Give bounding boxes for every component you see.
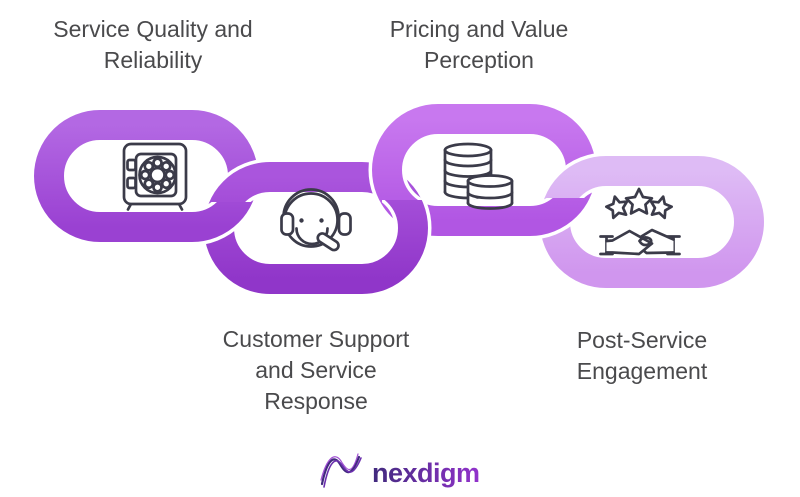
nexdigm-logomark-icon bbox=[320, 453, 362, 488]
label-service-quality: Service Quality and Reliability bbox=[28, 14, 278, 76]
label-customer-support: Customer Support and Service Response bbox=[191, 324, 441, 417]
nexdigm-logo: nexdigm bbox=[314, 448, 494, 494]
label-line: Service Quality and bbox=[53, 16, 253, 42]
label-line: Pricing and Value bbox=[389, 16, 569, 42]
safe-icon bbox=[122, 142, 188, 211]
stars-handshake-icon bbox=[599, 189, 681, 256]
label-line: Perception bbox=[424, 47, 534, 73]
label-line: Customer Support bbox=[222, 326, 410, 352]
label-line: and Service bbox=[255, 357, 377, 383]
label-pricing-value: Pricing and Value Perception bbox=[354, 14, 604, 76]
nexdigm-logo-text: nexdigm bbox=[372, 458, 480, 488]
label-post-service: Post-Service Engagement bbox=[517, 325, 767, 387]
label-line: Response bbox=[264, 388, 368, 414]
label-line: Post-Service bbox=[576, 327, 708, 353]
label-line: Reliability bbox=[103, 47, 203, 73]
support-agent-icon bbox=[280, 188, 352, 252]
chain-link-post-service bbox=[536, 152, 768, 292]
chain-weave-patch bbox=[382, 200, 432, 254]
label-line: Engagement bbox=[576, 358, 708, 384]
coins-icon bbox=[443, 142, 514, 210]
